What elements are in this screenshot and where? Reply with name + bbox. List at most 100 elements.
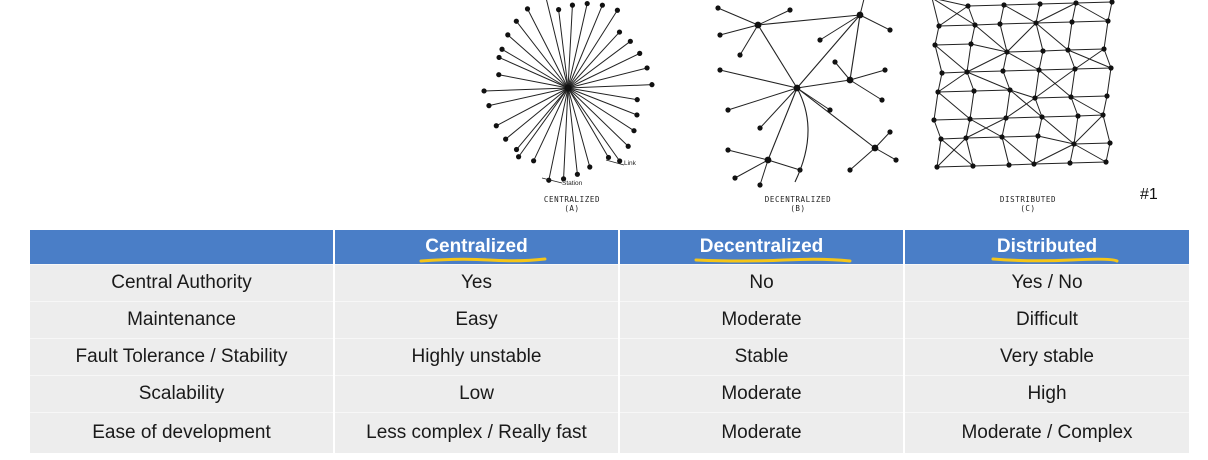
network-link — [1005, 116, 1043, 119]
network-node — [882, 67, 888, 73]
network-link — [965, 136, 1003, 139]
network-node — [560, 176, 567, 182]
network-link — [1106, 67, 1112, 97]
network-node — [644, 65, 650, 71]
network-link — [1074, 48, 1105, 70]
network-node — [524, 6, 531, 12]
network-node — [627, 38, 633, 44]
network-link — [796, 87, 876, 149]
network-link — [1008, 163, 1035, 166]
network-node — [764, 156, 772, 164]
network-link — [567, 40, 631, 89]
network-node — [493, 123, 499, 129]
network-link — [1074, 67, 1112, 70]
distributed-cell: Very stable — [904, 338, 1189, 376]
network-link — [1002, 69, 1040, 72]
network-node — [556, 7, 562, 13]
network-node — [725, 147, 731, 153]
network-link — [874, 147, 897, 161]
centralized-cell: Highly unstable — [334, 338, 620, 376]
network-node — [503, 136, 509, 142]
network-node — [637, 50, 643, 56]
network-link — [567, 3, 588, 89]
network-link — [1035, 21, 1073, 24]
network-link — [1102, 95, 1108, 116]
table-row: Scalability Low Moderate High — [30, 375, 1189, 413]
network-node — [1036, 67, 1042, 73]
network-node — [846, 76, 854, 84]
network-link — [567, 87, 638, 101]
network-link — [796, 87, 831, 111]
network-link — [1075, 1, 1113, 4]
network-node — [1100, 112, 1106, 118]
network-link — [546, 0, 569, 89]
network-link — [969, 90, 975, 120]
network-link — [1069, 143, 1075, 164]
network-link — [498, 74, 569, 89]
network-link — [1034, 69, 1040, 99]
network-link — [1009, 89, 1036, 99]
network-link — [759, 87, 798, 129]
network-link — [567, 52, 640, 89]
network-node — [1101, 46, 1107, 52]
row-label-cell: Central Authority — [30, 264, 335, 302]
network-link — [1002, 70, 1011, 91]
network-node — [715, 5, 721, 11]
network-link — [936, 165, 974, 168]
network-link — [965, 137, 974, 167]
network-link — [567, 87, 591, 168]
table-row: Maintenance Easy Moderate Difficult — [30, 301, 1189, 339]
network-link — [967, 5, 976, 26]
network-node — [496, 72, 502, 78]
network-link — [563, 87, 569, 179]
network-link — [717, 7, 759, 26]
network-node — [1001, 2, 1007, 8]
network-link — [541, 177, 563, 184]
network-node — [634, 112, 640, 118]
network-node — [605, 154, 612, 161]
network-link — [933, 118, 971, 121]
network-link — [1035, 2, 1077, 24]
link-label: Link — [624, 160, 636, 167]
network-node — [587, 164, 593, 170]
network-link — [874, 131, 891, 149]
centralized-caption-title: CENTRALIZED — [543, 195, 601, 204]
network-link — [505, 87, 569, 140]
network-link — [1003, 4, 1037, 24]
network-link — [1038, 68, 1076, 71]
network-node — [968, 41, 974, 47]
network-link — [1001, 135, 1039, 138]
distributed-network-diagram — [925, 0, 1125, 188]
network-node — [732, 175, 738, 181]
network-node — [1108, 65, 1114, 71]
network-node — [935, 89, 941, 95]
network-link — [734, 159, 769, 179]
network-node — [963, 135, 969, 141]
network-link — [941, 71, 968, 74]
network-link — [484, 87, 569, 92]
centralized-caption-letter: (A) — [564, 204, 580, 213]
network-link — [999, 22, 1037, 25]
network-link — [1005, 97, 1036, 119]
network-node — [972, 22, 978, 28]
network-node — [546, 177, 552, 183]
distributed-network-graphic — [931, 0, 1115, 170]
network-link — [533, 87, 569, 162]
distributed-caption: DISTRIBUTED (C) — [948, 195, 1108, 213]
decentralized-cell: Moderate — [619, 412, 905, 453]
network-node — [1109, 0, 1115, 5]
network-link — [819, 14, 861, 41]
network-link — [759, 159, 769, 186]
network-node — [1006, 162, 1012, 168]
network-link — [1070, 68, 1076, 98]
network-node — [1031, 161, 1037, 167]
distributed-cell: Moderate / Complex — [904, 412, 1189, 453]
network-link — [1009, 89, 1043, 118]
yellow-underline-highlight — [694, 257, 852, 263]
network-node — [1003, 115, 1009, 121]
table-row: Ease of development Less complex / Reall… — [30, 412, 1189, 453]
centralized-cell: Less complex / Really fast — [334, 412, 620, 453]
decentralized-caption-title: DECENTRALIZED — [764, 195, 832, 204]
network-node — [486, 103, 492, 109]
network-node — [617, 158, 623, 164]
